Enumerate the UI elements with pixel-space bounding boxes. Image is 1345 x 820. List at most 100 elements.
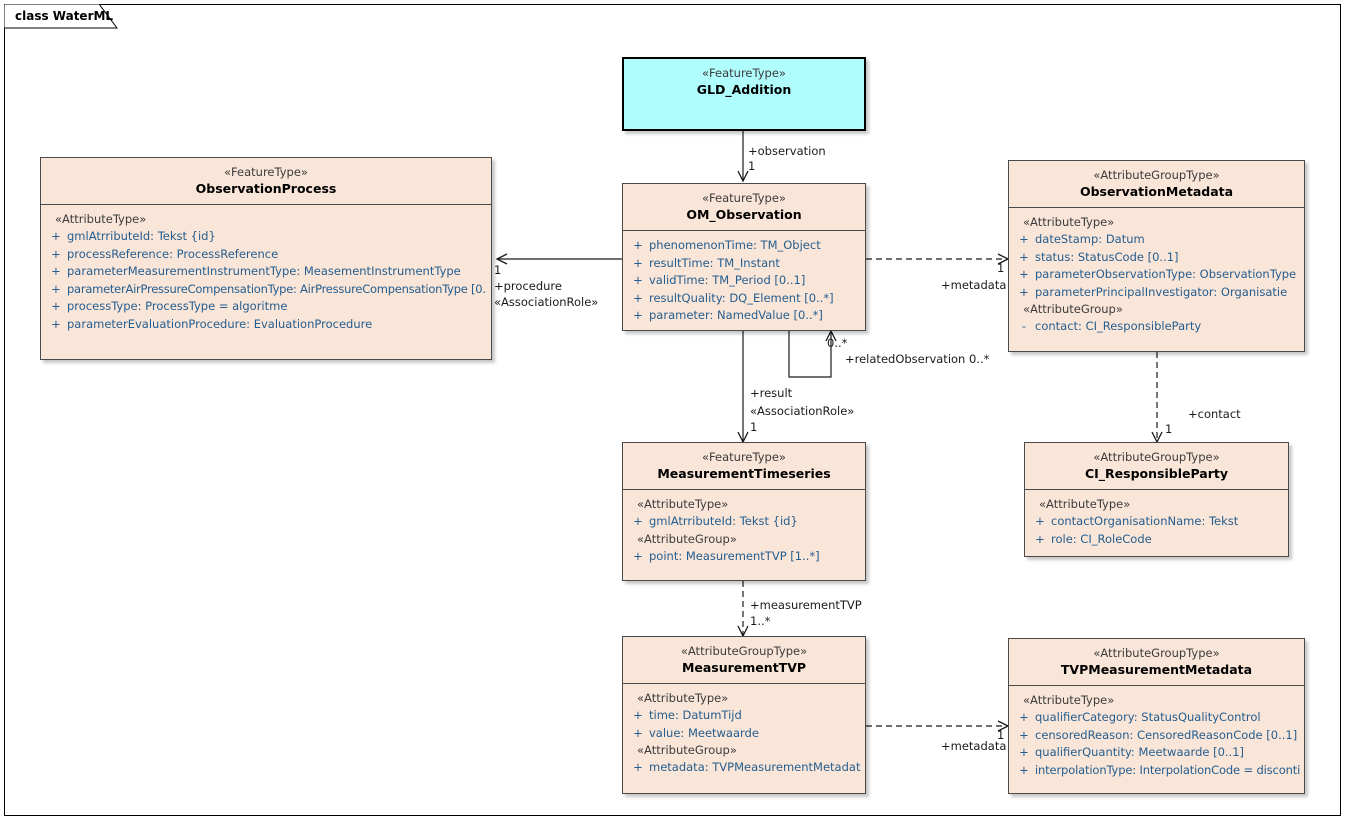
attribute-signature: qualifierQuantity: Meetwaarde [0..1] [1035, 745, 1245, 760]
class-divider [623, 489, 865, 491]
attribute-row: + phenomenonTime: TM_Object [627, 237, 861, 254]
visibility: + [51, 299, 61, 314]
diagram-frame-tab: class WaterML [4, 4, 119, 29]
class-name: ObservationMetadata [1079, 183, 1234, 199]
visibility: + [633, 760, 643, 775]
diagram-frame [4, 4, 1341, 816]
class-header-ci-responsible-party: «AttributeGroupType» CI_ResponsibleParty [1025, 443, 1288, 489]
class-box-measurement-tvp[interactable]: «AttributeGroupType» MeasurementTVP «Att… [622, 636, 866, 794]
attribute-row: + qualifierQuantity: Meetwaarde [0..1] [1013, 744, 1300, 761]
attribute-signature: gmlAtrributeId: Tekst {id} [649, 514, 798, 529]
attribute-signature: time: DatumTijd [649, 708, 742, 723]
connector-mult-contact: 1 [1165, 422, 1173, 436]
class-header-measurement-tvp: «AttributeGroupType» MeasurementTVP [623, 637, 865, 683]
connector-label-procedure: +procedure [494, 279, 562, 293]
attribute-signature: phenomenonTime: TM_Object [649, 238, 821, 253]
attribute-row: + gmlAtrributeId: Tekst {id} [45, 228, 487, 245]
class-header-measurement-timeseries: «FeatureType» MeasurementTimeseries [623, 443, 865, 489]
class-divider [1009, 685, 1304, 687]
attribute-group-label: «AttributeGroup» [637, 531, 737, 546]
visibility: + [1019, 727, 1029, 742]
attribute-row: + gmlAtrributeId: Tekst {id} [627, 513, 861, 530]
class-divider [41, 204, 491, 206]
attribute-row: + value: Meetwaarde [627, 725, 861, 742]
class-box-gld-addition[interactable]: «FeatureType» GLD_Addition [622, 57, 866, 131]
class-stereotype: «AttributeGroupType» [1093, 646, 1220, 660]
class-header-observation-metadata: «AttributeGroupType» ObservationMetadata [1009, 161, 1304, 207]
visibility: + [633, 255, 643, 270]
connector-mult-observation-metadata: 1 [997, 261, 1005, 275]
visibility: + [1019, 710, 1029, 725]
diagram-title: class WaterML [15, 9, 114, 23]
attribute-signature: resultQuality: DQ_Element [0..*] [649, 290, 834, 305]
class-header-tvp-measurement-metadata: «AttributeGroupType» TVPMeasurementMetad… [1009, 639, 1304, 685]
connector-mult-tvp-metadata: 1 [997, 728, 1005, 742]
class-header-om-observation: «FeatureType» OM_Observation [623, 184, 865, 230]
attribute-signature: parameterAirPressureCompensationType: Ai… [67, 281, 487, 296]
visibility: + [51, 316, 61, 331]
class-divider [623, 683, 865, 685]
class-name: CI_ResponsibleParty [1084, 465, 1229, 481]
attribute-signature: interpolationType: InterpolationCode = d… [1035, 762, 1300, 777]
attribute-signature: role: CI_RoleCode [1051, 531, 1152, 546]
attribute-row: + parameter: NamedValue [0..*] [627, 307, 861, 324]
attribute-signature: parameterMeasurementInstrumentType: Meas… [67, 264, 461, 279]
connector-label-contact: +contact [1188, 407, 1241, 421]
connector-stereotype-procedure: «AssociationRole» [494, 295, 599, 309]
class-body-om-observation: + phenomenonTime: TM_Object + resultTime… [623, 231, 865, 332]
attribute-row: + parameterAirPressureCompensationType: … [45, 281, 487, 298]
attribute-signature: dateStamp: Datum [1035, 232, 1145, 247]
class-name: ObservationProcess [195, 180, 337, 196]
class-body-tvp-measurement-metadata: «AttributeType» + qualifierCategory: Sta… [1009, 686, 1304, 787]
attribute-row: + role: CI_RoleCode [1029, 531, 1284, 548]
visibility: + [1019, 762, 1029, 777]
class-box-observation-metadata[interactable]: «AttributeGroupType» ObservationMetadata… [1008, 160, 1305, 352]
attribute-row: + censoredReason: CensoredReasonCode [0.… [1013, 727, 1300, 744]
attribute-row: + contactOrganisationName: Tekst [1029, 513, 1284, 530]
class-body-observation-process: «AttributeType» + gmlAtrributeId: Tekst … [41, 205, 491, 341]
visibility: + [633, 273, 643, 288]
attribute-group-label: «AttributeType» [637, 691, 729, 706]
attribute-signature: status: StatusCode [0..1] [1035, 249, 1179, 264]
attribute-group-label: «AttributeType» [1023, 215, 1115, 230]
class-stereotype: «FeatureType» [702, 450, 786, 464]
visibility: + [1019, 745, 1029, 760]
visibility: + [1019, 284, 1029, 299]
visibility: + [633, 290, 643, 305]
attribute-row: - contact: CI_ResponsibleParty [1013, 318, 1300, 335]
attribute-signature: metadata: TVPMeasurementMetadata [649, 760, 861, 775]
class-name: OM_Observation [686, 206, 802, 222]
class-name: GLD_Addition [696, 81, 792, 97]
class-box-measurement-timeseries[interactable]: «FeatureType» MeasurementTimeseries «Att… [622, 442, 866, 581]
visibility: + [1019, 267, 1029, 282]
attribute-signature: censoredReason: CensoredReasonCode [0..1… [1035, 727, 1298, 742]
connector-label-observation: +observation [748, 144, 826, 158]
class-name: MeasurementTVP [681, 659, 807, 675]
visibility: + [1019, 232, 1029, 247]
connector-mult-result: 1 [750, 420, 758, 434]
attribute-signature: processType: ProcessType = algoritme [67, 299, 288, 314]
attribute-signature: parameterPrincipalInvestigator: Organisa… [1035, 284, 1288, 299]
class-divider [1009, 207, 1304, 209]
class-header-gld-addition: «FeatureType» GLD_Addition [624, 59, 864, 105]
class-stereotype: «AttributeGroupType» [1093, 450, 1220, 464]
attribute-row: + parameterMeasurementInstrumentType: Me… [45, 263, 487, 280]
connector-mult-related-observation: 0..* [827, 336, 848, 350]
class-box-observation-process[interactable]: «FeatureType» ObservationProcess «Attrib… [40, 157, 492, 360]
visibility: + [633, 514, 643, 529]
class-box-om-observation[interactable]: «FeatureType» OM_Observation + phenomeno… [622, 183, 866, 331]
attribute-row: + parameterPrincipalInvestigator: Organi… [1013, 284, 1300, 301]
attribute-signature: parameterEvaluationProcedure: Evaluation… [67, 316, 373, 331]
class-box-ci-responsible-party[interactable]: «AttributeGroupType» CI_ResponsibleParty… [1024, 442, 1289, 557]
visibility: + [51, 246, 61, 261]
visibility: + [633, 238, 643, 253]
attribute-signature: contact: CI_ResponsibleParty [1035, 319, 1202, 334]
class-stereotype: «AttributeGroupType» [680, 644, 808, 658]
class-body-measurement-timeseries: «AttributeType» + gmlAtrributeId: Tekst … [623, 490, 865, 573]
class-box-tvp-measurement-metadata[interactable]: «AttributeGroupType» TVPMeasurementMetad… [1008, 638, 1305, 794]
attribute-row: + time: DatumTijd [627, 707, 861, 724]
attribute-row: + parameterObservationType: ObservationT… [1013, 266, 1300, 283]
class-body-observation-metadata: «AttributeType» + dateStamp: Datum + sta… [1009, 208, 1304, 343]
attribute-row: + processType: ProcessType = algoritme [45, 298, 487, 315]
connector-mult-observation: 1 [748, 159, 756, 173]
